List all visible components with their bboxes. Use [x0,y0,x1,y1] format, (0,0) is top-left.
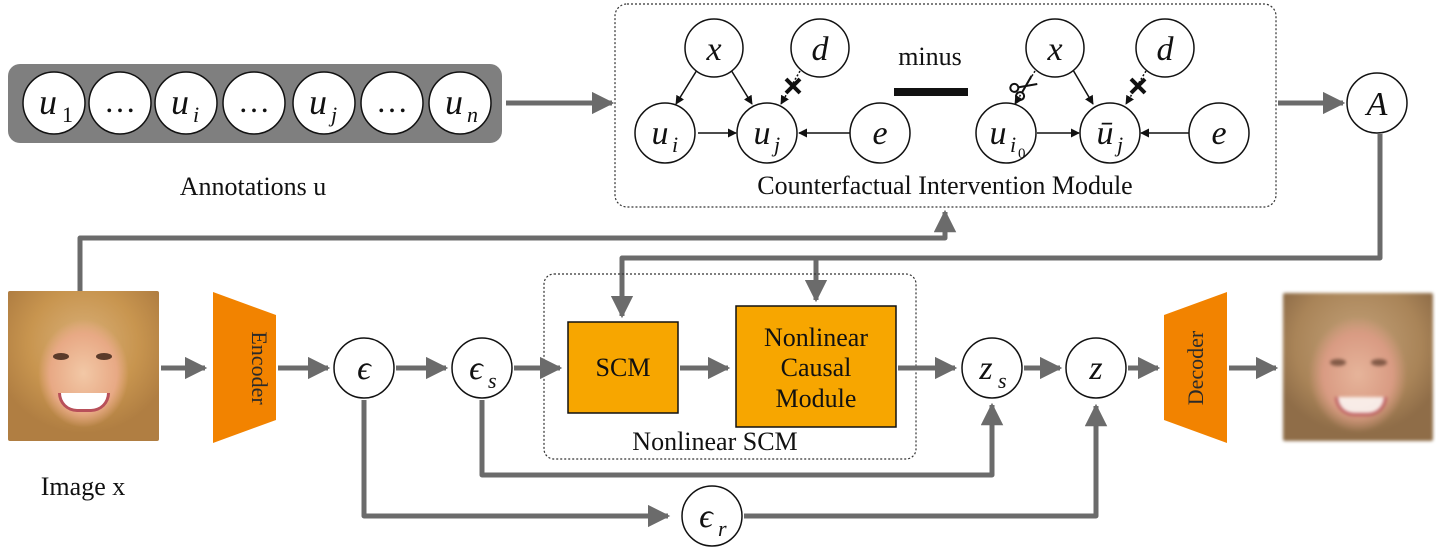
svg-text:x: x [1046,31,1062,68]
face-eye-left [53,353,69,360]
svg-text:…: … [104,83,136,119]
node-uj-bar [1079,102,1141,164]
annotation-node: u j [292,71,356,135]
nonlinear-module-line: Nonlinear [764,323,868,352]
nonlinear-module-line: Causal [781,353,852,382]
svg-text:d: d [1157,31,1175,68]
svg-text:r: r [718,516,727,541]
nonlinear-scm-frame [543,273,917,460]
svg-text:s: s [488,368,497,393]
svg-text:j: j [1114,132,1123,157]
svg-text:u: u [171,82,189,122]
svg-text:…: … [238,83,270,119]
left-causal-graph: x d u i u j e [634,18,911,164]
face-eye-left [1330,359,1346,366]
epsilon-r-to-z-arrow [744,403,1108,519]
decoder-block [1164,292,1227,443]
annotation-node: u 1 [22,71,86,135]
node-epsilon-s [451,337,513,399]
node-ui0 [975,102,1037,164]
minus-bar [894,88,968,96]
node-x [684,18,744,78]
node-ui [634,102,696,164]
svg-text:s: s [998,368,1007,393]
node-e [849,102,911,164]
cross-mark-icon [1129,77,1147,95]
svg-text:ϵ: ϵ [357,350,372,387]
nonlinear-module-line: Module [776,384,857,413]
epsilon-to-epsilon-r-arrow [361,400,671,528]
node-z [1065,337,1127,399]
svg-text:i: i [193,102,199,127]
cross-mark-icon [784,77,802,95]
node-d [1135,18,1195,78]
input-face-image [8,291,159,441]
right-causal-graph: x d u i 0 ū j e [975,18,1250,164]
face-eye-right [96,353,112,360]
svg-text:ϵ: ϵ [469,350,484,387]
encoder-block [213,292,276,443]
node-A-label: A [1365,86,1388,123]
node-e [1188,102,1250,164]
svg-text:u: u [754,115,771,152]
scm-label: SCM [596,353,651,382]
intervention-module-caption: Counterfactual Intervention Module [757,171,1132,200]
svg-text:ϵ: ϵ [699,498,714,535]
svg-text:n: n [467,102,478,127]
annotation-node: … [88,71,152,135]
annotation-node: u n [428,71,492,135]
svg-text:j: j [328,102,337,127]
svg-text:j: j [771,132,780,157]
A-feedback-arrow [610,134,1383,319]
svg-text:d: d [812,31,830,68]
svg-text:u: u [990,115,1007,152]
svg-text:z: z [1088,350,1102,387]
svg-text:ū: ū [1097,115,1114,152]
svg-text:…: … [376,83,408,119]
scm-block [567,321,679,414]
reconstructed-face-image [1283,293,1433,441]
svg-text:x: x [705,31,721,68]
svg-text:i: i [1010,132,1016,157]
nonlinear-causal-module-block [735,305,897,428]
svg-text:e: e [872,115,887,152]
svg-text:u: u [445,82,463,122]
node-d [790,18,850,78]
intervention-module-frame [614,3,1277,208]
image-to-module-arrow [77,209,957,291]
svg-text:u: u [309,82,327,122]
scissors-icon [1009,75,1038,102]
svg-text:1: 1 [62,102,73,127]
svg-text:u: u [39,82,57,122]
node-x [1025,18,1085,78]
epsilon-s-skip-arrow [479,400,1004,478]
node-A [1346,72,1408,134]
image-caption: Image x [41,472,125,501]
node-uj [736,102,798,164]
svg-text:u: u [652,115,669,152]
svg-text:z: z [978,350,992,387]
annotation-node: … [360,71,424,135]
annotation-node: … [222,71,286,135]
node-z-s [961,337,1023,399]
node-epsilon [333,337,395,399]
face-eye-right [1371,359,1387,366]
svg-text:0: 0 [1018,146,1026,162]
node-epsilon-r [681,485,743,547]
svg-text:e: e [1211,115,1226,152]
minus-label: minus [898,42,962,71]
nonlinear-scm-caption: Nonlinear SCM [632,427,797,456]
annotations-caption: Annotations u [180,172,327,201]
encoder-label: Encoder [247,331,272,405]
svg-text:i: i [672,132,678,157]
annotation-node: u i [154,71,218,135]
decoder-label: Decoder [1183,330,1208,405]
